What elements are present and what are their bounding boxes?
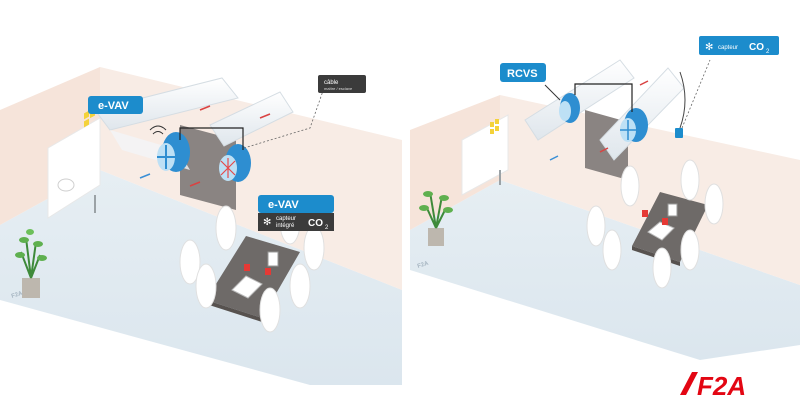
left-whiteboard-sketch xyxy=(57,178,75,192)
sensor-unit-sub: 2 xyxy=(325,225,329,231)
left-whiteboard xyxy=(47,117,101,219)
left-laptop xyxy=(231,275,263,299)
cable-label: câble maître / esclave xyxy=(318,75,366,93)
cable-label-text: câble xyxy=(324,80,339,86)
right-cup xyxy=(642,210,648,217)
right-room-right-wall xyxy=(500,95,800,285)
left-watermark: F2A xyxy=(11,290,24,299)
sensor-unit: CO xyxy=(308,218,323,229)
evav-label-1-text: e-VAV xyxy=(98,100,129,112)
left-chairs xyxy=(179,199,325,333)
fan-icon: ✻ xyxy=(705,42,713,53)
rcvs-label: RCVS xyxy=(500,63,546,82)
cable-sublabel-text: maître / esclave xyxy=(324,86,353,91)
left-room: F2A e-VAV câble maître / esclave e-VAV ✻… xyxy=(0,67,402,385)
right-room-back-wall xyxy=(410,95,500,230)
co2-sensor-label: ✻ capteur CO 2 xyxy=(699,36,779,55)
sensor-label-line1: capteur xyxy=(276,216,296,222)
wireless-icon xyxy=(149,125,167,135)
left-duct-2 xyxy=(209,91,294,182)
rcvs-cable xyxy=(574,83,633,112)
right-whiteboard-sticky-notes xyxy=(490,119,499,134)
right-chairs xyxy=(586,159,724,289)
left-cup xyxy=(244,264,250,271)
left-device xyxy=(267,251,279,267)
f2a-logo: F2A xyxy=(680,371,746,401)
rcvs-leader-line xyxy=(544,84,561,101)
evav-label-1: e-VAV xyxy=(88,96,143,114)
right-room-floor xyxy=(410,180,800,360)
right-laptop xyxy=(647,221,675,241)
rcvs-label-text: RCVS xyxy=(507,68,538,80)
right-room: F2A RCVS ✻ capteur CO 2 xyxy=(410,36,800,360)
fan-icon: ✻ xyxy=(263,217,271,228)
sensor-cable xyxy=(679,71,686,129)
right-airflow-arrows xyxy=(549,80,649,161)
sensor-label-line2: intégré xyxy=(276,223,295,229)
co2-sensor-label-text: capteur xyxy=(718,45,738,51)
evav-label-2: e-VAV ✻ capteur intégré CO 2 xyxy=(258,195,334,231)
sensor-leader-line xyxy=(681,59,711,129)
co2-sensor-unit-sub: 2 xyxy=(766,49,770,55)
co2-sensor-unit: CO xyxy=(749,42,764,53)
f2a-logo-text: F2A xyxy=(697,371,746,401)
right-device xyxy=(667,203,678,217)
fan-blades-icon xyxy=(157,145,175,169)
right-duct-1 xyxy=(524,59,635,141)
co2-wall-sensor xyxy=(675,128,683,138)
right-plant xyxy=(419,191,453,246)
master-slave-cable xyxy=(179,127,244,150)
right-watermark: F2A xyxy=(417,260,430,269)
right-cup-2 xyxy=(662,218,668,225)
left-room-back-wall xyxy=(0,67,100,225)
left-duct-1 xyxy=(94,77,239,172)
left-room-right-wall xyxy=(100,67,402,290)
air-diffuser-icon xyxy=(220,158,236,178)
f2a-logo-slash xyxy=(680,372,698,395)
left-plant xyxy=(15,229,47,298)
left-cup-2 xyxy=(265,268,271,275)
cable-leader-line xyxy=(243,87,325,149)
left-airflow-arrows xyxy=(139,105,271,187)
fan-blades-icon xyxy=(620,120,636,140)
left-partition xyxy=(180,125,236,210)
evav-label-2-text: e-VAV xyxy=(268,199,299,211)
